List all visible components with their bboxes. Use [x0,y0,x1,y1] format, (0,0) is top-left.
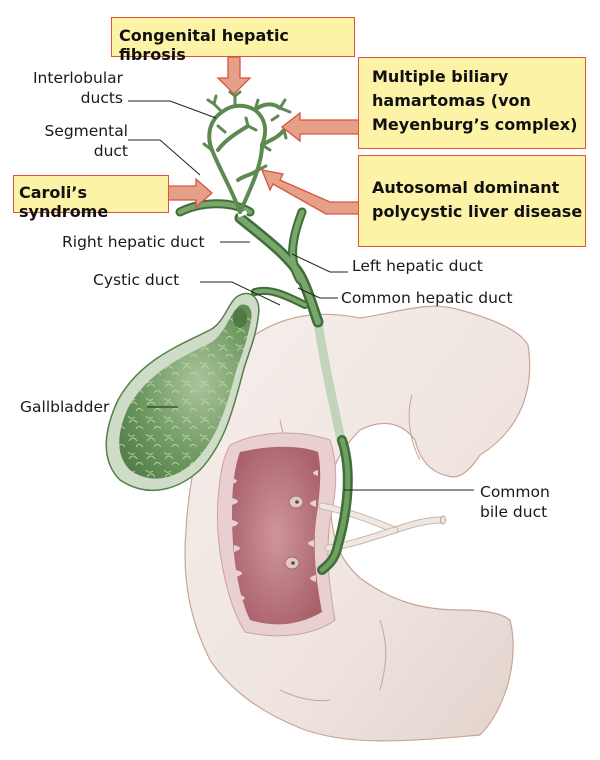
label-left-hepatic-duct: Left hepatic duct [352,257,483,275]
arrow-congenital-fibrosis [216,56,252,95]
callout-text: Caroli’s syndrome [19,183,109,221]
callout-text: Multiple biliary [372,67,509,86]
label-segmental-duct: Segmental duct [20,121,128,161]
callout-text: hamartomas (von [372,91,531,110]
label-common-hepatic-duct: Common hepatic duct [341,289,513,307]
callout-text: Autosomal dominant [372,178,560,197]
label-line: Common [480,483,550,501]
label-right-hepatic-duct: Right hepatic duct [62,233,205,251]
arrow-adpkd [260,169,361,215]
common-bile-duct [313,321,353,575]
label-line: Segmental [44,122,128,140]
label-cystic-duct: Cystic duct [93,271,180,289]
duodenal-mucosa [217,432,337,637]
label-common-bile-duct: Common bile duct [480,482,550,522]
callout-text: Congenital hepatic fibrosis [119,26,289,64]
callout-congenital-hepatic-fibrosis: Congenital hepatic fibrosis [111,17,355,64]
arrow-carolis [167,177,213,209]
callout-arrows [167,56,361,215]
callout-text: Meyenburg’s complex) [372,115,578,134]
major-papilla [288,495,304,509]
label-line: bile duct [480,503,548,521]
gallbladder [105,292,260,492]
label-line: ducts [80,89,123,107]
callout-text: polycystic liver disease [372,202,583,221]
label-line: Interlobular [32,69,123,87]
callout-multiple-biliary-hamartomas: Multiple biliary hamartomas (von Meyenbu… [358,57,586,149]
leader-lines [128,100,474,491]
callout-adpkd: Autosomal dominant polycystic liver dise… [358,155,586,247]
label-gallbladder: Gallbladder [20,398,110,416]
label-line: duct [93,142,128,160]
biliary-ducts [175,90,324,328]
minor-papilla [284,556,300,570]
label-interlobular-ducts: Interlobular ducts [20,68,123,108]
arrow-hamartomas [280,111,361,143]
callout-carolis-syndrome: Caroli’s syndrome [13,175,169,221]
